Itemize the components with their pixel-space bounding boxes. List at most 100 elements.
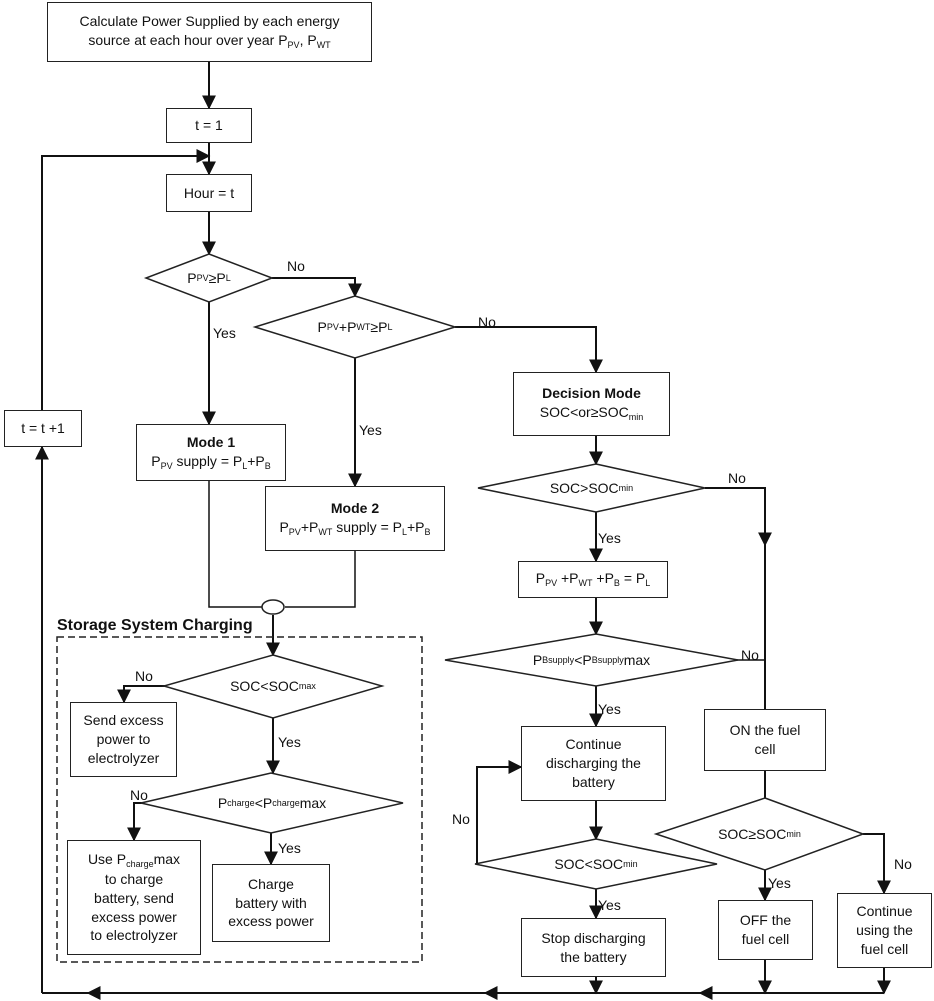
m1-plus: +P [247,452,265,469]
arrow-socmax-no-send [117,685,166,704]
label-bsupply-yes: Yes [598,701,621,717]
d2-sa: PV [326,322,339,332]
dp-b: <P [254,795,273,811]
t-inc-box: t = t +1 [4,410,82,447]
mode2-eq: PPV+PWT supply = PL+PB [279,518,430,538]
m1-a: P [151,452,161,469]
mode1-box: Mode 1 PPV supply = PL+PB [136,424,286,481]
hour-text: Hour = t [183,184,235,201]
m2-a: P [279,518,289,535]
dsge-a: SOC≥SOC [718,826,787,842]
dsg-sa: min [618,483,634,493]
d2-op: ≥P [370,319,388,335]
decision-mode-box: Decision Mode SOC<or≥SOCmin [513,372,670,436]
dsl-sa: min [623,859,638,869]
mode1-eq: PPV supply = PL+PB [151,452,271,472]
t-init-box: t = 1 [166,108,252,143]
up-l3: battery, send [94,889,174,906]
m2-sb: WT [318,526,333,537]
label-d1-no: No [287,258,305,274]
calc-sep: , P [299,32,317,49]
cf-l1: Continue [856,903,913,920]
diamond-ppv-pwt-ge-pl [252,295,458,359]
dsm-a: SOC<SOC [230,678,299,694]
cb-l1: Charge [248,875,294,892]
m2-rest: supply = P [332,518,402,535]
cf-l3: fuel cell [860,940,909,957]
dp-sa: charge [227,798,255,808]
power-balance-box: PPV +PWT +PB = PL [518,561,668,598]
m1-sb: L [242,460,248,471]
d1-a: P [187,270,197,286]
d2-a: P [317,319,327,335]
calc-sub-wt: WT [316,40,331,51]
dp-c: max [299,795,327,811]
hour-box: Hour = t [166,174,252,212]
d2-sc: L [387,322,393,332]
label-socgt-no: No [728,470,746,486]
m2-b: +P [300,518,319,535]
d2-sb: WT [356,322,371,332]
diamond-soc-lt-socmax [161,654,385,719]
label-socmax-no: No [135,668,153,684]
continue-discharging-box: Continue discharging the battery [521,726,666,801]
bal-d: = P [619,570,646,587]
bal-b: +P [557,570,579,587]
label-socmax-yes: Yes [278,734,301,750]
dsl-a: SOC<SOC [554,856,624,872]
db-a: P [532,652,543,668]
db-c: max [623,652,651,668]
bal-sa: PV [545,578,558,589]
d1-op: ≥P [208,270,226,286]
calc-sub-pv: PV [287,40,300,51]
arrow-loop-back [41,149,211,410]
calc-power-box: Calculate Power Supplied by each energy … [47,2,372,62]
bal-sb: WT [578,578,593,589]
arrow-d1-no-d2 [272,277,362,298]
diamond-pbsupply [444,633,739,687]
diamond-pcharge [140,772,404,834]
decision-sa: min [628,412,644,423]
m2-plus: +P [407,518,425,535]
sd-l2: the battery [560,948,627,965]
bal-sc: B [613,578,620,589]
up-b: max [153,850,181,867]
line-mode2-merge [285,551,356,608]
cb-l2: battery with [235,894,307,911]
d1-sb: L [225,273,231,283]
off-l2: fuel cell [741,931,790,947]
cd-l1: Continue [565,736,622,753]
dp-a: P [217,795,228,811]
bal-a: P [535,570,546,587]
up-a: Use P [87,850,127,867]
bal-c: +P [592,570,614,587]
diamond-ppv-ge-pl [143,253,275,303]
t-inc-text: t = t +1 [21,420,65,437]
off-l1: OFF the [739,912,792,929]
label-socge-yes: Yes [768,875,791,891]
on-fuel-cell-box: ON the fuel cell [704,709,826,771]
db-b: <P [574,652,592,668]
up-l5: to electrolyzer [90,927,178,944]
label-d1-yes: Yes [213,325,236,341]
send-excess-box: Send excess power to electrolyzer [70,702,177,777]
charge-battery-box: Charge battery with excess power [212,864,330,942]
bal-sd: L [645,578,651,589]
label-d2-yes: Yes [359,422,382,438]
label-d2-no: No [478,314,496,330]
on-l2: cell [754,741,776,757]
decision-a: SOC<or≥SOC [539,404,629,421]
arrow-soclt-no-loop [476,760,523,864]
storage-group-border [56,636,423,963]
d1-sa: PV [196,273,209,283]
label-pcharge-yes: Yes [278,840,301,856]
diamond-soc-ge-socmin [653,797,866,871]
sd-l1: Stop discharging [541,929,646,946]
continue-fuel-cell-box: Continue using the fuel cell [837,893,932,968]
m1-rest: supply = P [172,452,243,469]
use-pcharge-box: Use Pchargemax to charge battery, send e… [67,840,201,955]
